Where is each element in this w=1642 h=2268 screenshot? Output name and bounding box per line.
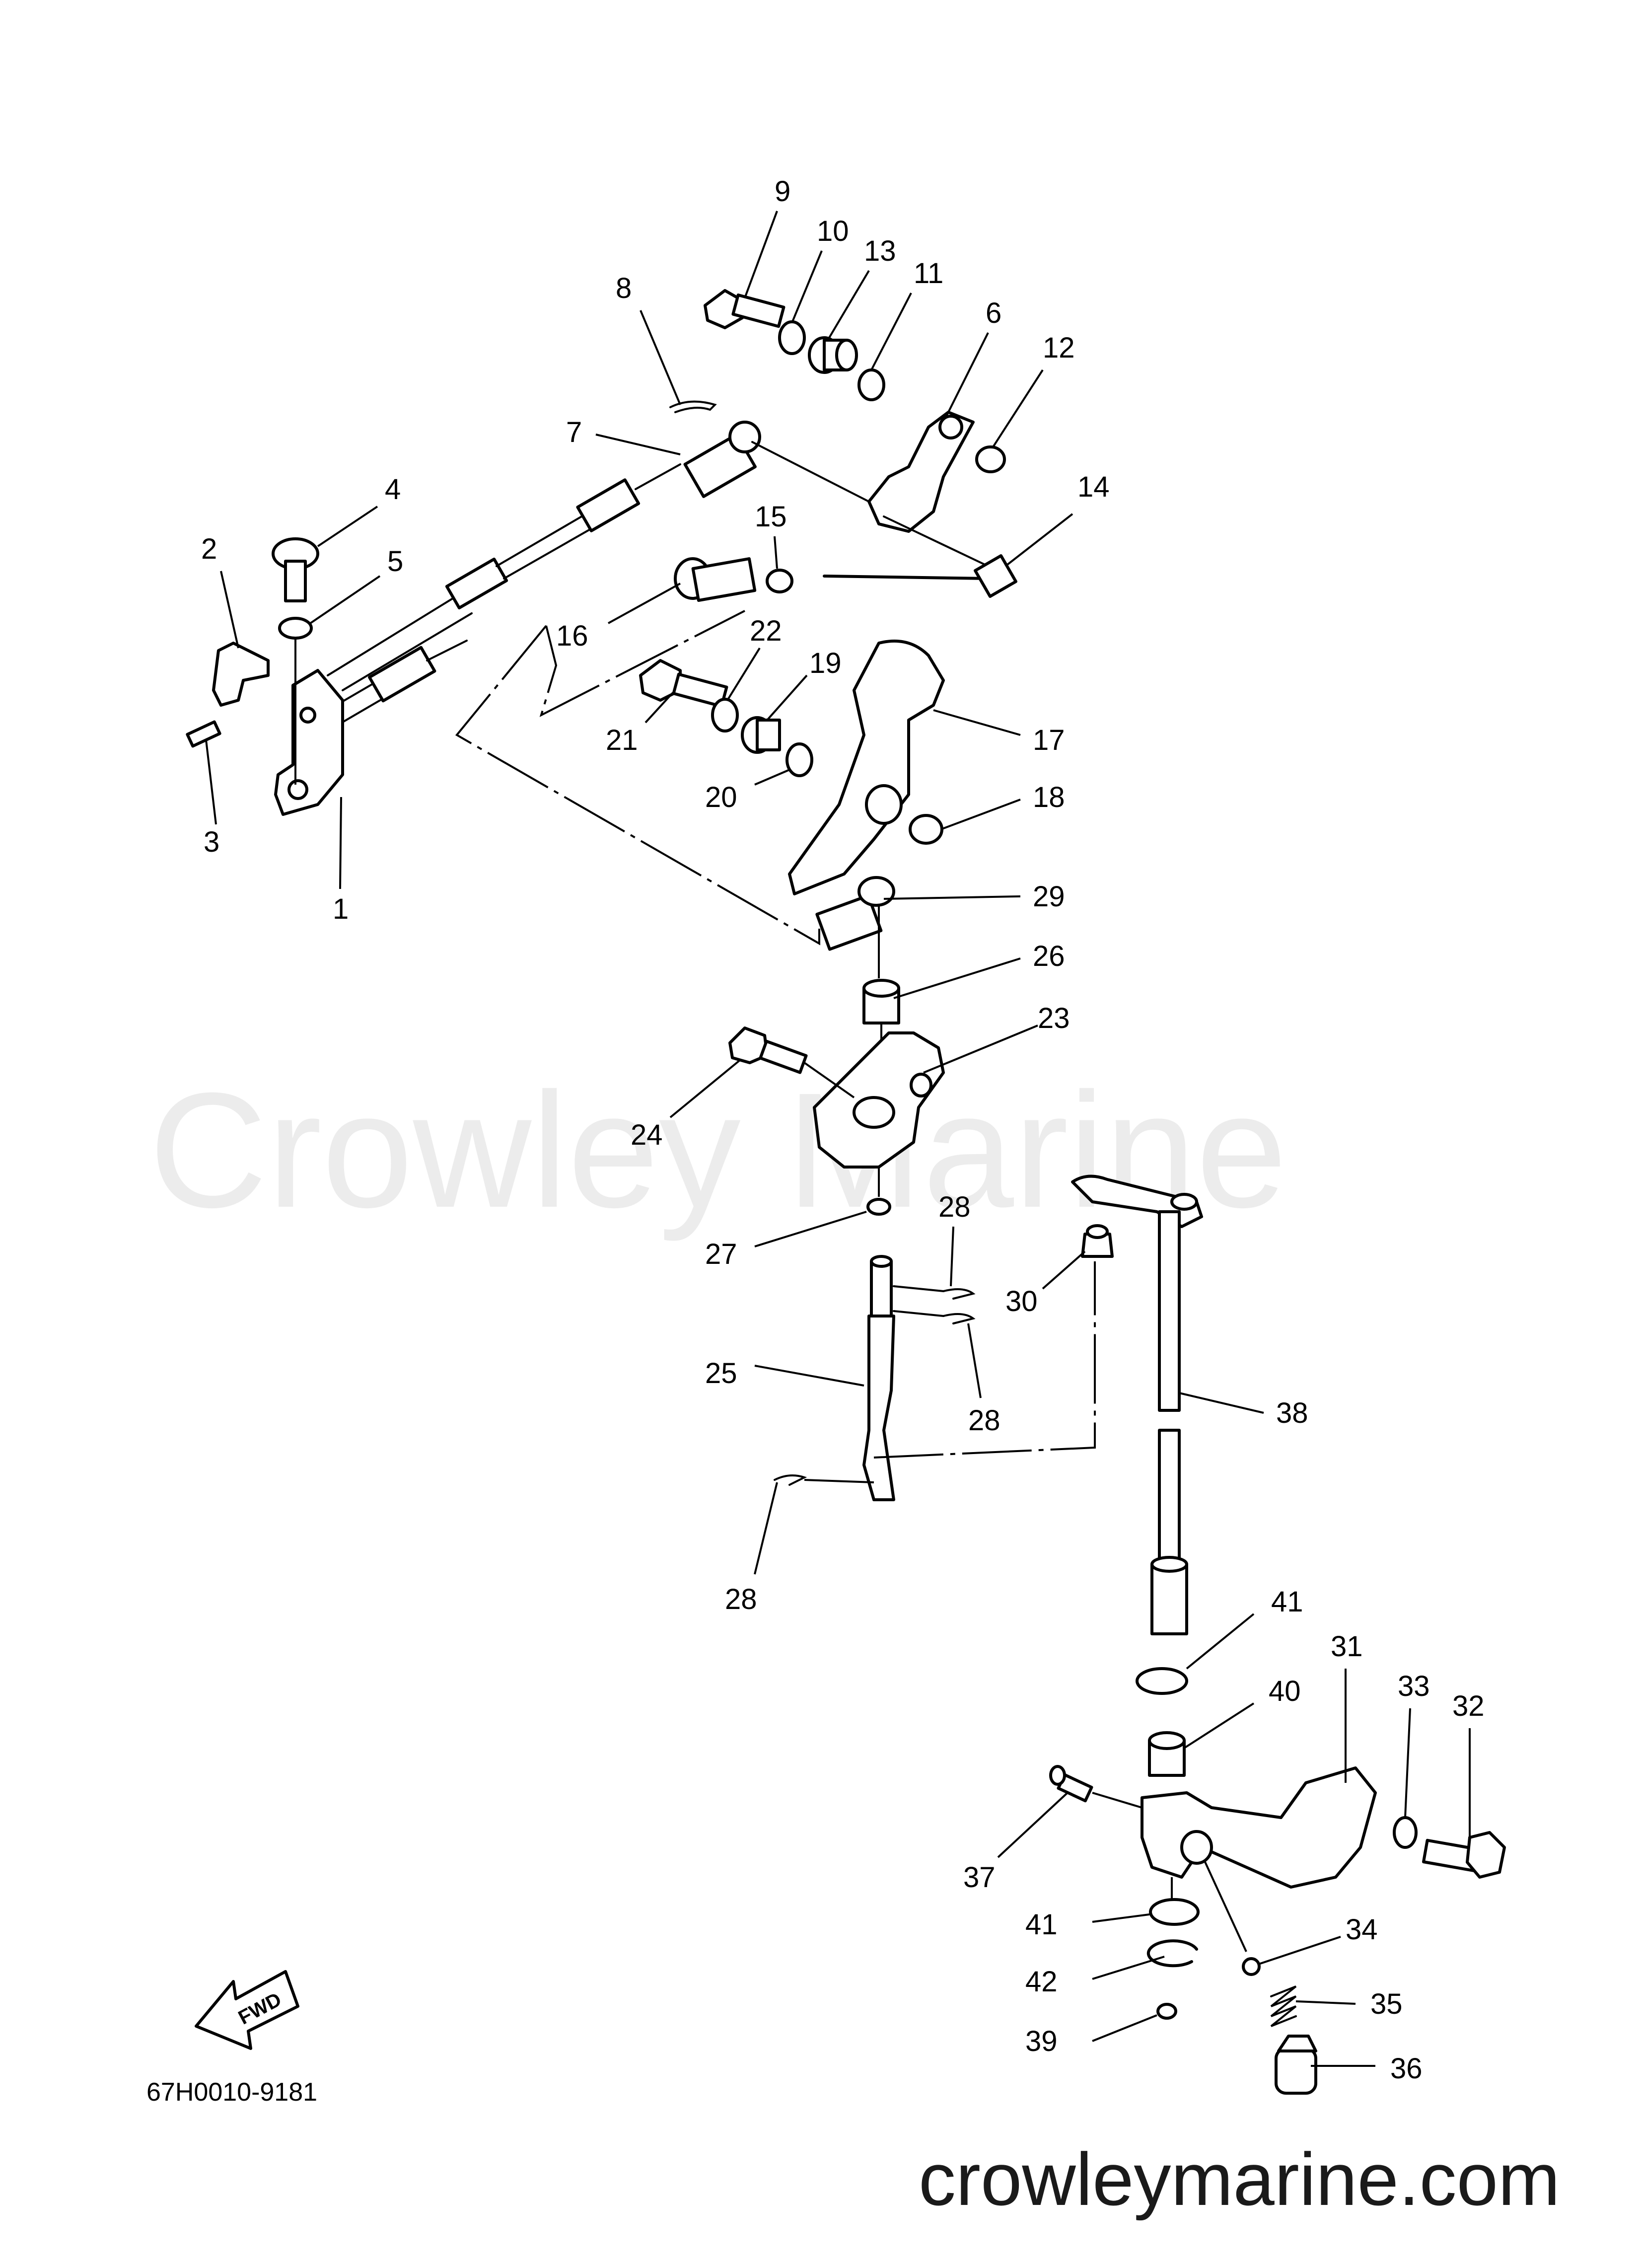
collar-13 xyxy=(808,336,858,374)
bolt-24 xyxy=(728,1026,808,1074)
leader-lines xyxy=(205,211,1471,2067)
label-28b: 28 xyxy=(968,1404,1000,1437)
washer-33 xyxy=(1393,1816,1418,1849)
grease-nipple-37 xyxy=(1049,1765,1093,1803)
label-41a: 41 xyxy=(1271,1586,1303,1618)
label-36: 36 xyxy=(1390,2052,1423,2085)
washer-10 xyxy=(778,320,806,355)
label-18: 18 xyxy=(1033,781,1065,813)
label-37: 37 xyxy=(963,1861,996,1894)
clip-28-b xyxy=(942,1313,976,1324)
label-19: 19 xyxy=(809,647,842,679)
label-11: 11 xyxy=(914,257,943,290)
cable-bracket-1 xyxy=(274,669,344,816)
label-33: 33 xyxy=(1398,1670,1430,1702)
part-labels: 1 2 3 4 5 6 7 8 9 10 11 12 13 14 15 16 1… xyxy=(201,175,1485,2085)
label-28c: 28 xyxy=(725,1583,757,1615)
label-24: 24 xyxy=(631,1119,663,1151)
washer-41-top xyxy=(1136,1667,1188,1695)
label-25: 25 xyxy=(705,1357,737,1390)
ball-34 xyxy=(1242,1957,1261,1976)
label-5: 5 xyxy=(387,545,403,578)
joint-29 xyxy=(815,876,895,951)
bolt-9 xyxy=(704,289,785,329)
spring-35 xyxy=(1270,1985,1297,2027)
label-38: 38 xyxy=(1276,1397,1308,1429)
label-1: 1 xyxy=(333,893,349,925)
forward-arrow-icon: FWD xyxy=(195,1970,299,2050)
nut-15 xyxy=(766,569,793,593)
joint-7 xyxy=(683,421,761,498)
label-9: 9 xyxy=(775,175,790,208)
label-17: 17 xyxy=(1033,724,1065,756)
label-13: 13 xyxy=(864,235,896,267)
diagram-code: 67H0010-9181 xyxy=(146,2078,317,2107)
label-2: 2 xyxy=(201,533,217,565)
label-22: 22 xyxy=(750,615,782,647)
label-21: 21 xyxy=(606,724,638,756)
label-8: 8 xyxy=(616,272,632,304)
wave-washer-20 xyxy=(785,742,813,777)
label-32: 32 xyxy=(1452,1690,1485,1722)
bushing-26 xyxy=(862,979,900,1024)
label-12: 12 xyxy=(1043,332,1075,364)
throttle-cable xyxy=(327,463,681,691)
shift-cable xyxy=(327,640,468,726)
circlip-42 xyxy=(1146,1939,1198,1968)
bolt-21 xyxy=(639,659,728,708)
label-35: 35 xyxy=(1370,1988,1403,2020)
shift-arm-31 xyxy=(1141,1766,1377,1889)
label-10: 10 xyxy=(817,215,849,247)
label-30: 30 xyxy=(1005,1285,1038,1317)
label-31: 31 xyxy=(1331,1630,1363,1663)
rod-14 xyxy=(823,554,1017,598)
label-14: 14 xyxy=(1077,471,1110,503)
joint-16 xyxy=(674,557,757,602)
cable-clip-2 xyxy=(212,642,270,707)
wave-washer-11 xyxy=(857,368,885,401)
label-6: 6 xyxy=(986,297,1001,329)
collar-19 xyxy=(741,716,781,754)
label-20: 20 xyxy=(705,781,737,813)
label-28a: 28 xyxy=(938,1191,971,1223)
washer-22 xyxy=(711,698,739,732)
label-40: 40 xyxy=(1269,1675,1301,1707)
washer-41-bottom xyxy=(1149,1898,1200,1926)
website-text: crowleymarine.com xyxy=(919,2137,1560,2221)
label-29: 29 xyxy=(1033,880,1065,913)
ball-39 xyxy=(1156,2003,1177,2020)
label-3: 3 xyxy=(204,826,219,858)
label-41b: 41 xyxy=(1025,1908,1058,1941)
label-34: 34 xyxy=(1346,1913,1378,1946)
label-27: 27 xyxy=(705,1238,737,1270)
bolt-32 xyxy=(1422,1831,1506,1879)
shift-shaft-25 xyxy=(862,1255,895,1501)
bushing-40 xyxy=(1148,1731,1186,1777)
clip-28-a xyxy=(942,1288,976,1300)
clip-30 xyxy=(1081,1224,1114,1258)
clip-28-c xyxy=(774,1474,807,1486)
label-15: 15 xyxy=(755,501,787,533)
pin-3 xyxy=(186,720,221,748)
label-42: 42 xyxy=(1025,1966,1058,1998)
label-4: 4 xyxy=(385,473,401,506)
clip-8 xyxy=(669,400,717,413)
shift-lever-17 xyxy=(788,639,945,895)
label-7: 7 xyxy=(566,416,582,448)
washer-18 xyxy=(909,814,943,845)
watermark-text: Crowley Marine xyxy=(149,1058,1287,1243)
shift-rod-38 xyxy=(1071,1174,1203,1635)
bolt-4 xyxy=(272,537,319,602)
label-39: 39 xyxy=(1025,2025,1058,2057)
label-26: 26 xyxy=(1033,940,1065,972)
label-23: 23 xyxy=(1038,1002,1070,1034)
throttle-lever-6 xyxy=(867,411,975,533)
washer-5 xyxy=(278,617,313,640)
label-16: 16 xyxy=(556,620,588,652)
washer-27 xyxy=(866,1198,891,1216)
plug-36 xyxy=(1275,2035,1317,2095)
washer-12 xyxy=(975,445,1006,473)
